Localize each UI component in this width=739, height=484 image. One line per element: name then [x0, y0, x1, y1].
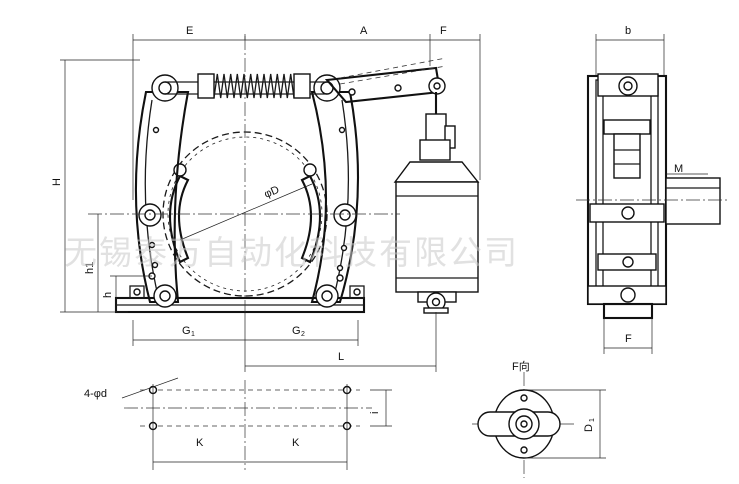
- label-h1: h1: [84, 262, 96, 274]
- label-D1: D: [583, 424, 595, 432]
- label-H: H: [51, 178, 63, 186]
- label-F-side: F: [625, 333, 632, 345]
- label-E: E: [186, 25, 193, 37]
- right-brake-shoe: [300, 174, 322, 264]
- mounting-hole-layout: [121, 377, 392, 470]
- side-view: [576, 34, 728, 354]
- label-A: A: [360, 25, 368, 37]
- label-holes: 4-φd: [84, 388, 107, 400]
- left-brake-shoe: [168, 174, 190, 264]
- label-G2-sub: 2: [301, 331, 305, 338]
- operating-lever: [324, 57, 447, 104]
- company-watermark: 无锡泰万自动化科技有限公司: [64, 233, 519, 272]
- label-F-view: F向: [512, 359, 530, 373]
- spring: [197, 73, 311, 99]
- left-brake-arm: [134, 74, 190, 308]
- label-G2: G: [292, 325, 301, 337]
- label-K-right: K: [292, 437, 300, 449]
- dimension-lines: [60, 34, 481, 372]
- label-phiD: φD: [262, 184, 281, 201]
- front-view: [60, 34, 481, 372]
- thruster: [393, 92, 480, 314]
- view-from-f: [472, 372, 606, 478]
- label-h: h: [102, 292, 114, 298]
- label-K-left: K: [196, 437, 204, 449]
- label-M: M: [674, 163, 683, 175]
- label-b: b: [625, 25, 631, 37]
- dimension-labels: E A F b H h1 h φD G 1 G 2 L M F 4-φd i K…: [51, 25, 683, 449]
- right-brake-arm: [310, 74, 360, 308]
- label-i: i: [369, 412, 381, 414]
- label-F-top: F: [440, 25, 447, 37]
- label-L: L: [338, 351, 344, 363]
- label-G1: G: [182, 325, 191, 337]
- label-G1-sub: 1: [191, 331, 195, 338]
- label-D1-sub: 1: [589, 418, 596, 422]
